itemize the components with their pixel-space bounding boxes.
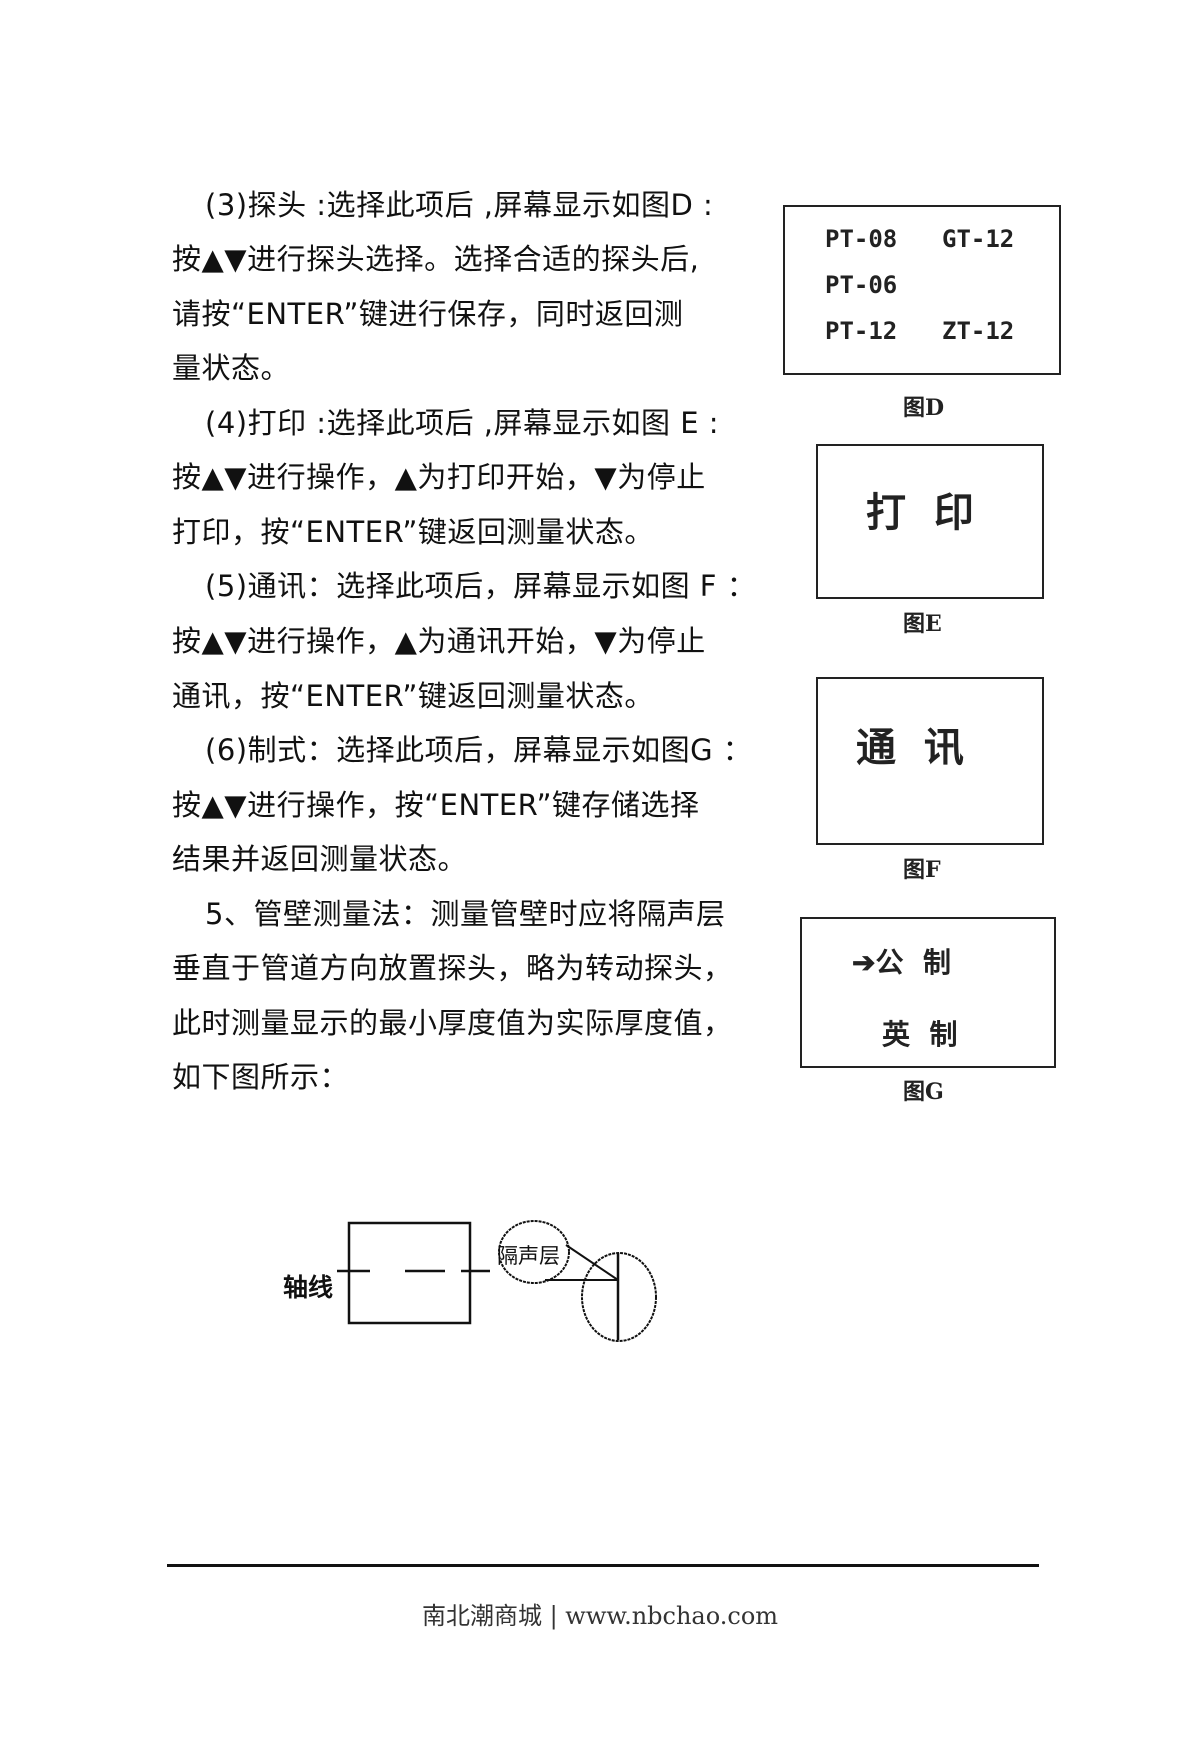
figure-e-caption: 图E [903, 611, 942, 637]
text-line: 通讯，按“ENTER”键返回测量状态。 [172, 679, 654, 713]
figure-f-screen: 通 讯 [816, 677, 1044, 845]
text-line: (6)制式：选择此项后，屏幕显示如图G ： [205, 733, 753, 767]
sound-insulation-label: 隔声层 [497, 1244, 560, 1268]
probe-option: ZT-12 [942, 317, 1015, 345]
text-line: 打印，按“ENTER”键返回测量状态。 [172, 515, 654, 549]
pipe-rectangle [347, 1221, 472, 1325]
callout-ellipse [498, 1220, 570, 1284]
text-line: 结果并返回测量状态。 [172, 842, 468, 876]
text-line: 按▲▼进行操作，按“ENTER”键存储选择 [172, 788, 700, 822]
text-line: 此时测量显示的最小厚度值为实际厚度值， [172, 1006, 733, 1040]
communication-label: 通 讯 [856, 724, 964, 771]
text-line: 按▲▼进行操作，▲为通讯开始，▼为停止 [172, 624, 706, 658]
axis-label: 轴线 [283, 1273, 334, 1302]
probe-option: PT-08 [825, 225, 898, 253]
figure-f-caption: 图F [903, 857, 941, 883]
figure-d-screen: PT-08 GT-12 PT-06 PT-12 ZT-12 [783, 205, 1061, 375]
probe-option: PT-12 [825, 317, 898, 345]
print-label: 打 印 [866, 489, 974, 536]
footer-divider [167, 1564, 1039, 1567]
figure-d-caption: 图D [903, 395, 945, 421]
text-line: 请按“ENTER”键进行保存，同时返回测 [172, 297, 684, 331]
text-line: (5)通讯：选择此项后，屏幕显示如图 F ： [205, 569, 757, 603]
metric-option: ➔公 制 [852, 946, 951, 979]
text-line: (4)打印 :选择此项后 ,屏幕显示如图 E : [205, 406, 720, 440]
text-line: 按▲▼进行探头选择。选择合适的探头后, [172, 242, 700, 276]
text-line: 按▲▼进行操作，▲为打印开始，▼为停止 [172, 460, 706, 494]
text-line: 如下图所示： [172, 1060, 350, 1094]
footer-text: 南北潮商城 | www.nbchao.com [421, 1602, 779, 1630]
imperial-option: 英 制 [882, 1018, 958, 1051]
callout-line [565, 1244, 619, 1281]
probe-option: GT-12 [942, 225, 1015, 253]
figure-g-caption: 图G [903, 1079, 944, 1105]
probe-option: PT-06 [825, 271, 898, 299]
text-line: 垂直于管道方向放置探头，略为转动探头， [172, 951, 733, 985]
figure-g-screen: ➔公 制 英 制 [800, 917, 1056, 1068]
text-line: (3)探头 :选择此项后 ,屏幕显示如图D : [205, 188, 714, 222]
text-line: 量状态。 [172, 351, 291, 385]
figure-e-screen: 打 印 [816, 444, 1044, 599]
text-line: 5、管壁测量法：测量管壁时应将隔声层 [205, 897, 726, 931]
